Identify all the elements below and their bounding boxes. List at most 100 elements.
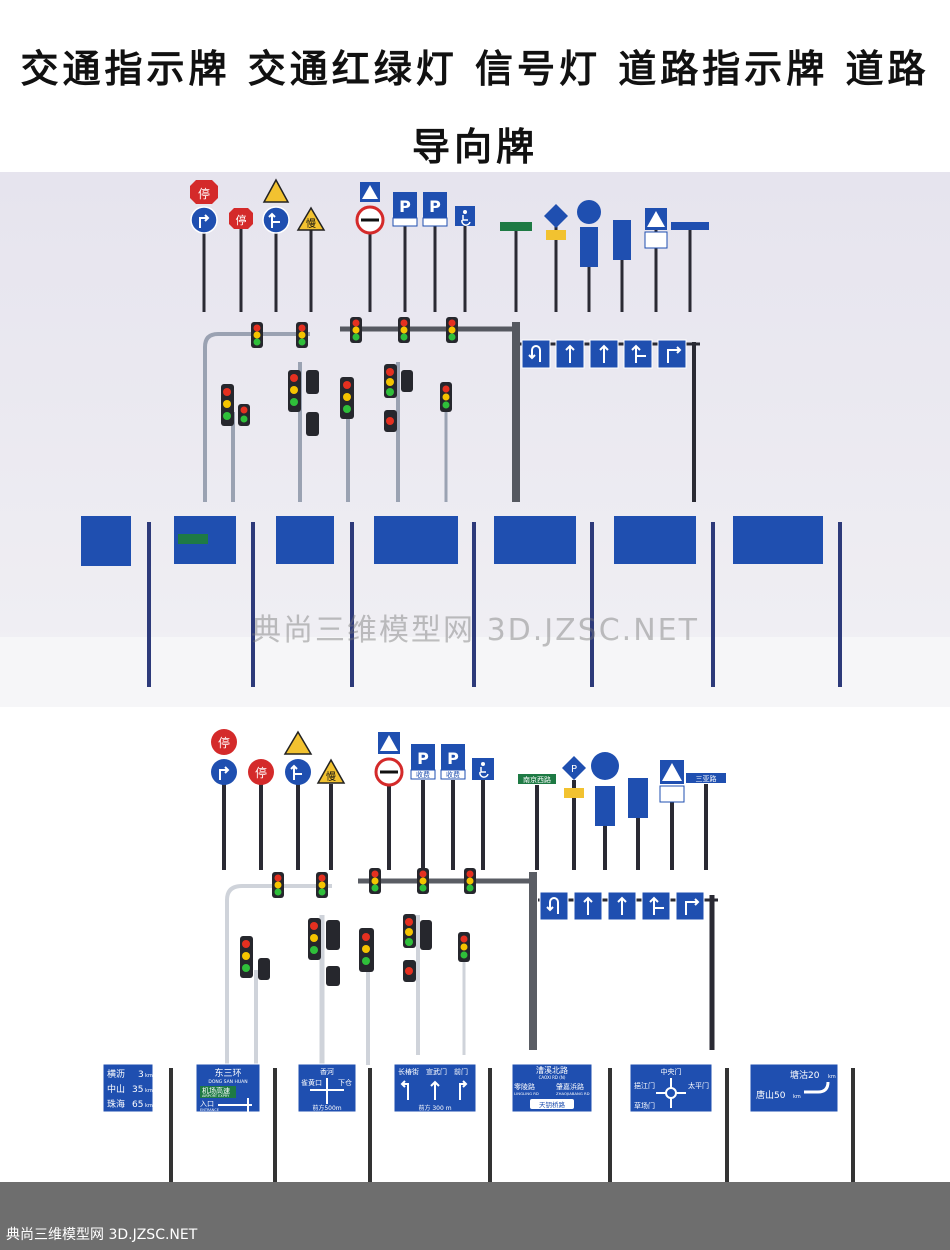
go-straight-right-sign-icon bbox=[262, 206, 290, 234]
road-name-sign-icon-b bbox=[518, 774, 556, 784]
stop-label-b2: 停 bbox=[255, 765, 267, 780]
expressway-entrance: 入口 bbox=[200, 1100, 214, 1108]
traffic-lights-bottom bbox=[225, 868, 718, 1080]
distance-board bbox=[81, 516, 131, 566]
distance-row-2-value: 35 bbox=[132, 1085, 143, 1095]
roundabout-board bbox=[614, 516, 696, 564]
distance-row-1-value: 3 bbox=[138, 1070, 144, 1080]
slow-warning-icon bbox=[296, 206, 326, 231]
lane-mid-label: 宣武门 bbox=[426, 1067, 447, 1076]
expressway-title: 东三环 bbox=[214, 1067, 241, 1079]
junction-top: 香河 bbox=[320, 1067, 334, 1076]
lane-right-arrow-icon bbox=[459, 1080, 468, 1100]
distance-row-2-unit: km bbox=[145, 1088, 153, 1094]
straight-right-arrow-icon-b bbox=[641, 891, 671, 921]
cross-right-en: ZHAOJIABANG RD bbox=[556, 1091, 590, 1096]
guide-boards-top bbox=[81, 516, 842, 687]
cross-left-en: LINGLING RD bbox=[514, 1091, 539, 1096]
roundabout-top: 中央门 bbox=[661, 1067, 682, 1076]
stop-sign-icon bbox=[190, 180, 218, 204]
lane-direction-board-b bbox=[539, 891, 705, 921]
parking-label-b2: P bbox=[447, 749, 459, 768]
footer-watermark: 典尚三维模型网 3D.JZSC.NET bbox=[6, 1227, 198, 1243]
right-turn-arrow-icon-b bbox=[675, 891, 705, 921]
info-sign-icon-b bbox=[595, 786, 615, 826]
slow-sign-label: 慢 bbox=[306, 218, 316, 230]
exit-board-b bbox=[749, 1063, 839, 1113]
turn-right-sign-icon bbox=[190, 206, 218, 234]
lane-ahead: 前方 300 m bbox=[418, 1104, 451, 1112]
road-name-sign-icon-b2 bbox=[686, 773, 726, 783]
u-turn-arrow-icon-b bbox=[539, 891, 569, 921]
lane-left-arrow-icon bbox=[400, 1080, 409, 1100]
toll-label-b: 收费 bbox=[416, 770, 430, 779]
exit-arrow-icon bbox=[804, 1081, 830, 1094]
distance-row-3-value: 65 bbox=[132, 1100, 143, 1110]
render-panel-top: 停 停 慢 P P bbox=[0, 172, 950, 707]
u-turn-arrow-icon bbox=[521, 339, 551, 369]
stop-sign-label-2: 停 bbox=[236, 213, 247, 227]
render-scene-top: 停 停 慢 P P bbox=[0, 172, 950, 707]
roundabout-right: 太平门 bbox=[688, 1081, 709, 1090]
exit-board bbox=[733, 516, 823, 564]
junction-right: 下仓 bbox=[338, 1078, 352, 1087]
exit-top-unit: km bbox=[828, 1074, 836, 1080]
road-name-sign-icon-2 bbox=[671, 222, 709, 230]
junction-ahead: 前方500m bbox=[312, 1104, 341, 1112]
lane-straight-arrow-icon bbox=[430, 1080, 440, 1100]
parking-sign-icon-2 bbox=[423, 192, 447, 218]
stop-sign-icon-b2 bbox=[248, 759, 274, 785]
road-strip bbox=[0, 1182, 950, 1250]
lane-right-label: 前门 bbox=[454, 1067, 468, 1076]
parking-sign-icon-b2 bbox=[441, 744, 465, 770]
junction-left: 雀黄口 bbox=[301, 1078, 322, 1087]
expressway-entrance-en: ENTRANCE bbox=[200, 1108, 219, 1112]
info-sign-icon-b2 bbox=[628, 778, 648, 818]
expressway-subtitle: DONG SAN HUAN bbox=[208, 1079, 247, 1085]
accessible-sign-icon bbox=[455, 206, 475, 226]
road-name-sign-icon bbox=[500, 222, 532, 231]
exit-bottom: 唐山50 bbox=[756, 1089, 786, 1101]
render-scene-bottom: 停 停 慢 P 收费 P bbox=[0, 710, 950, 1182]
info-sign-icon-2 bbox=[613, 220, 631, 260]
junction-board bbox=[276, 516, 334, 564]
expressway-green-label: 机场高速 bbox=[202, 1086, 230, 1095]
guide-boards-bottom: 横沥 3 km 中山 35 km 珠海 65 km 东三环 DONG SAN H… bbox=[102, 1063, 855, 1182]
parking-label-2: P bbox=[429, 197, 441, 216]
turn-right-sign-icon-b bbox=[211, 759, 237, 785]
distance-board-b bbox=[102, 1063, 154, 1113]
toll-label-b2: 收费 bbox=[446, 770, 460, 779]
distance-row-3-unit: km bbox=[145, 1103, 153, 1109]
info-sign-icon bbox=[580, 227, 598, 267]
road-name-label-b2: 三亚路 bbox=[696, 774, 717, 783]
distance-row-3-place: 珠海 bbox=[107, 1098, 125, 1110]
pedestrian-warning-icon-b bbox=[283, 730, 313, 755]
exit-bottom-unit: km bbox=[793, 1094, 801, 1100]
straight-right-sign-icon-b bbox=[285, 759, 311, 785]
distance-row-1-place: 横沥 bbox=[107, 1068, 125, 1080]
distance-row-2-place: 中山 bbox=[107, 1083, 125, 1095]
parking-sign-icon bbox=[393, 192, 417, 218]
road-name-label-b: 南京西路 bbox=[523, 775, 551, 784]
cross-bottom: 天钥桥路 bbox=[539, 1100, 566, 1109]
cross-top-en: CAOXI RD (N) bbox=[539, 1075, 566, 1080]
right-turn-arrow-icon bbox=[657, 339, 687, 369]
cross-left: 零陵路 bbox=[514, 1082, 535, 1091]
distance-row-1-unit: km bbox=[145, 1073, 153, 1079]
slow-label-b: 慢 bbox=[326, 771, 336, 783]
exit-top: 塘沽20 bbox=[790, 1069, 820, 1081]
diamond-parking-sign-icon-b bbox=[562, 756, 586, 780]
cross-board bbox=[494, 516, 576, 564]
diamond-parking-label-b: P bbox=[571, 764, 577, 775]
stop-sign-icon-b bbox=[211, 729, 237, 755]
page-title-line-2: 导向牌 bbox=[411, 125, 538, 169]
parking-label: P bbox=[399, 197, 411, 216]
sign-group-bottom: 停 停 慢 P 收费 P bbox=[211, 729, 726, 870]
parking-sign-icon-b bbox=[411, 744, 435, 770]
cross-right: 肇嘉浜路 bbox=[556, 1082, 584, 1091]
cross-top: 漕溪北路 bbox=[536, 1065, 568, 1075]
roundabout-bottom: 草场门 bbox=[634, 1101, 655, 1110]
lane-left-label: 长椿街 bbox=[398, 1067, 419, 1076]
stop-sign-icon-2 bbox=[229, 208, 253, 229]
straight-right-arrow-icon bbox=[623, 339, 653, 369]
